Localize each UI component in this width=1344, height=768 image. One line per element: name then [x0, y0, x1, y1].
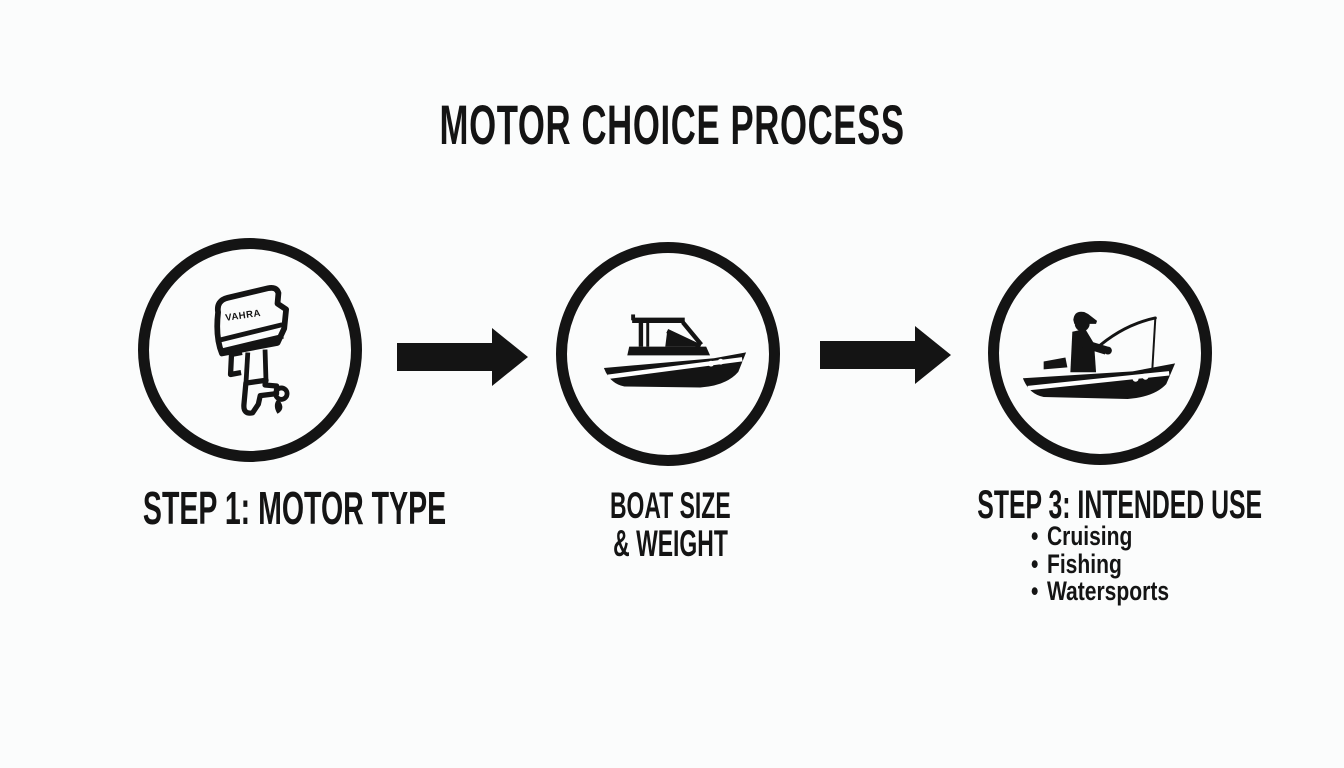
- bullet-icon: •: [1031, 548, 1039, 579]
- list-item-text: Watersports: [1046, 576, 1170, 606]
- list-item: • Watersports: [1031, 576, 1170, 606]
- page-title: MOTOR CHOICE PROCESS: [0, 96, 1344, 154]
- arrow-right-icon: [397, 328, 528, 386]
- bullet-icon: •: [1031, 576, 1039, 606]
- step1-label: STEP 1: MOTOR TYPE: [50, 484, 450, 532]
- list-item-text: Cruising: [1046, 521, 1133, 551]
- outboard-motor-icon: VAHRA: [214, 284, 290, 416]
- list-item-text: Fishing: [1046, 548, 1122, 579]
- intended-use-list: • Cruising • Fishing • Watersports: [1031, 521, 1208, 606]
- page-title-text: MOTOR CHOICE PROCESS: [439, 93, 905, 156]
- bullet-icon: •: [1031, 521, 1039, 551]
- step3-label: STEP 3: INTENDED USE: [890, 484, 1290, 526]
- fishing-boat-icon: [1022, 311, 1176, 399]
- step1-label-text: STEP 1: MOTOR TYPE: [142, 482, 447, 534]
- step3-label-text: STEP 3: INTENDED USE: [977, 483, 1263, 527]
- list-item: • Fishing: [1031, 548, 1169, 579]
- step2-label: BOAT SIZE & WEIGHT: [470, 487, 870, 563]
- step2-label-line2: & WEIGHT: [612, 523, 728, 564]
- boat-icon: [603, 314, 747, 388]
- list-item: • Cruising: [1031, 521, 1169, 551]
- step3-circle: [988, 241, 1212, 465]
- step2-label-line1: BOAT SIZE: [609, 485, 731, 526]
- step1-circle: [138, 238, 362, 462]
- motor-brand-text: VAHRA: [225, 308, 262, 324]
- step2-circle: [556, 242, 780, 466]
- arrow-right-icon: [820, 326, 951, 384]
